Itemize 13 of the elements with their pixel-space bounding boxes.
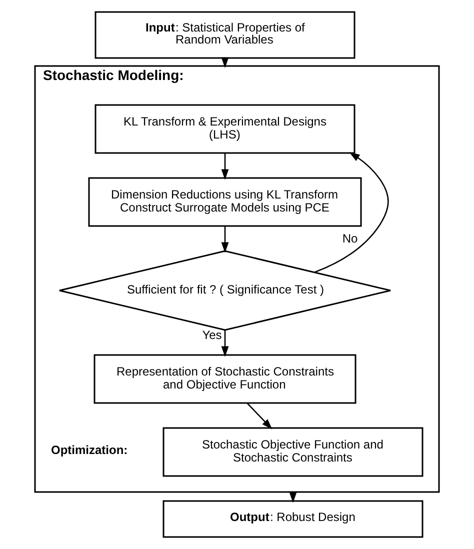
arrow <box>314 152 389 273</box>
node-box: Dimension Reductions using KL Transform Construct Surrogate Models using PCE <box>88 177 362 227</box>
arrow <box>221 330 229 357</box>
node-box: Output: Robust Design <box>162 500 424 538</box>
arrow <box>246 402 272 430</box>
node-box: Representation of Stochastic Constraints and Objective Function <box>94 354 356 404</box>
node-diamond: Sufficient for fit ? ( Significance Test ) <box>58 250 392 331</box>
arrow <box>221 153 229 180</box>
node-box: KL Transform & Experimental Designs (LHS) <box>94 104 356 154</box>
node-box: Stochastic Objective Function and Stochastic Constraints <box>162 427 424 477</box>
arrow <box>221 226 229 253</box>
edge-label: No <box>342 232 358 246</box>
label: Optimization: <box>51 443 128 458</box>
